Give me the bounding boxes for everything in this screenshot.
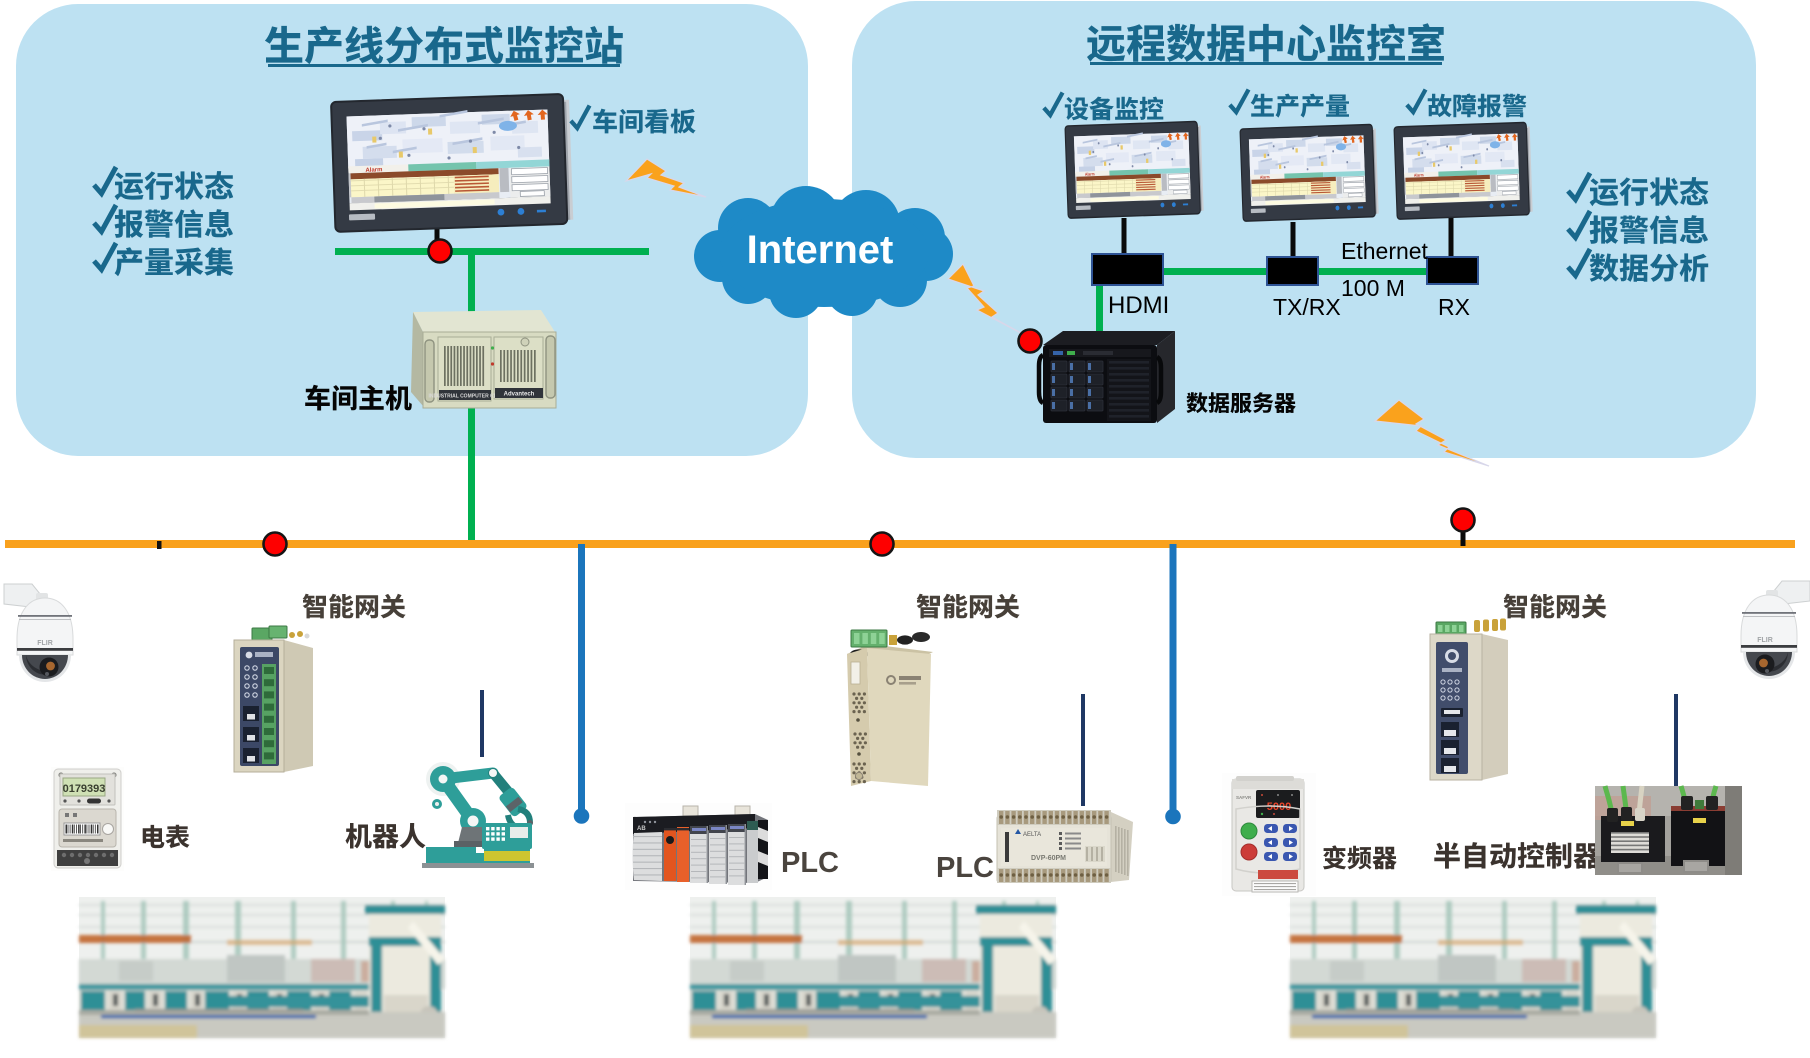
svg-text:FLIR: FLIR [37, 640, 53, 647]
svg-text:HDMI: HDMI [1108, 292, 1169, 319]
svg-text:100 M: 100 M [1341, 275, 1405, 301]
svg-text:0179393: 0179393 [63, 783, 106, 795]
svg-text:AB: AB [637, 826, 646, 832]
svg-text:TX/RX: TX/RX [1273, 294, 1341, 320]
svg-text:AELTA: AELTA [1023, 832, 1041, 838]
svg-text:Advantech: Advantech [504, 392, 535, 398]
svg-text:RX: RX [1438, 294, 1470, 320]
svg-text:INDUSTRIAL COMPUTER 610L: INDUSTRIAL COMPUTER 610L [429, 394, 502, 400]
svg-text:Internet: Internet [747, 228, 894, 272]
svg-text:SAFVR: SAFVR [1236, 795, 1252, 800]
svg-text:FLIR: FLIR [1757, 637, 1773, 644]
svg-text:PLC: PLC [936, 852, 994, 884]
svg-text:DVP-60PM: DVP-60PM [1031, 855, 1066, 862]
svg-text:PLC: PLC [781, 847, 839, 879]
svg-text:Ethernet: Ethernet [1341, 238, 1429, 264]
